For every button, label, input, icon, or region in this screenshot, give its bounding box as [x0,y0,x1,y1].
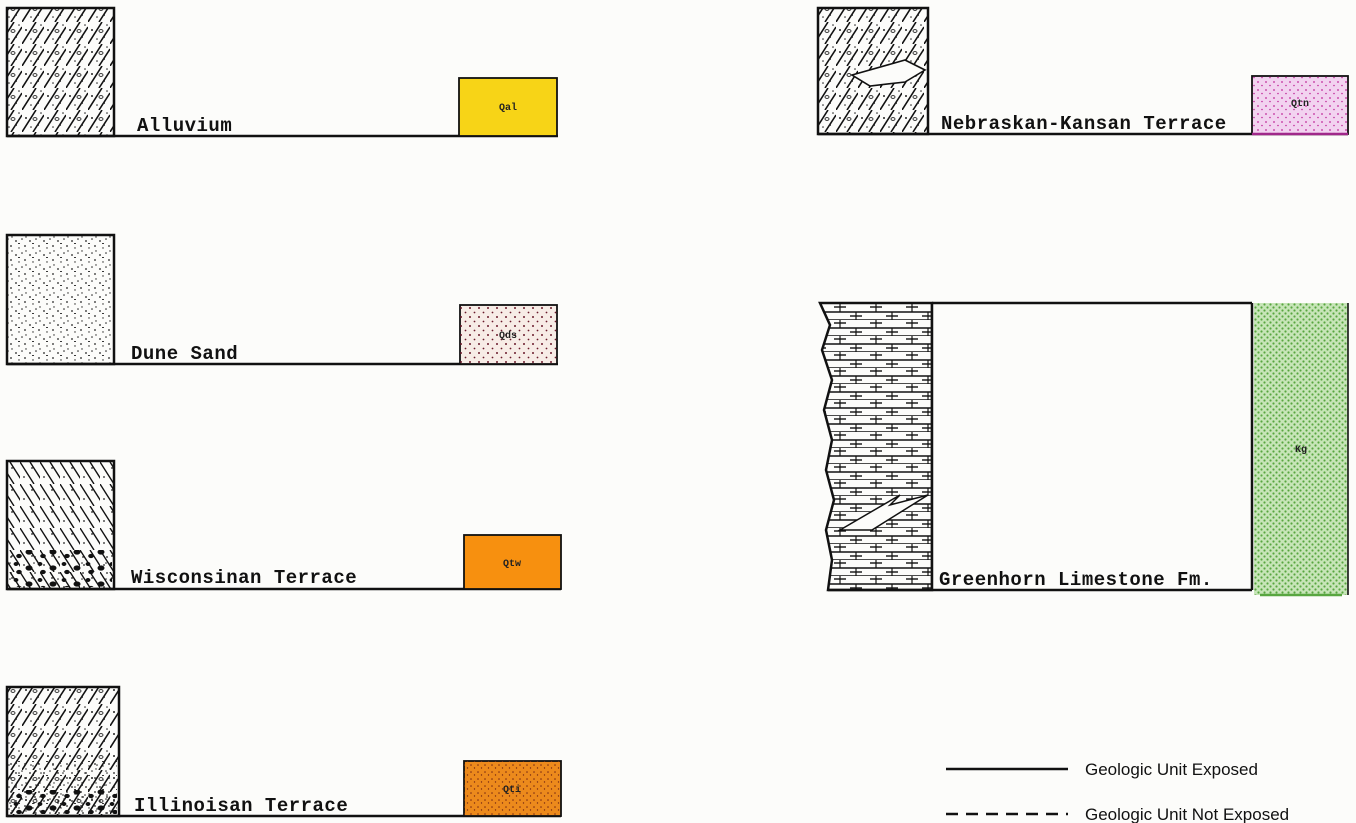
illinoisan-code: Qti [503,784,521,796]
greenhorn-column [820,303,932,590]
nebraskan-code: Qtn [1291,99,1309,110]
dune-sand-column [7,235,114,364]
line-legend: Geologic Unit Exposed Geologic Unit Not … [946,760,1289,823]
unit-greenhorn-limestone: Greenhorn Limestone Fm. Kg [820,303,1348,595]
greenhorn-body [932,303,1252,590]
alluvium-code: Qal [499,102,517,114]
unit-illinoisan-terrace: Illinoisan Terrace Qti [7,687,561,817]
alluvium-column [7,8,114,136]
legend-not-exposed-label: Geologic Unit Not Exposed [1085,805,1289,823]
nebraskan-label: Nebraskan-Kansan Terrace [941,113,1227,135]
illinoisan-label: Illinoisan Terrace [134,795,348,817]
unit-nebraskan-kansan-terrace: Nebraskan-Kansan Terrace Qtn [818,8,1348,135]
unit-wisconsinan-terrace: Wisconsinan Terrace Qtw [7,461,561,589]
wisconsinan-code: Qtw [503,559,521,570]
greenhorn-label: Greenhorn Limestone Fm. [939,569,1213,591]
unit-dune-sand: Dune Sand Qds [7,235,558,365]
dune-sand-label: Dune Sand [131,343,238,365]
greenhorn-code: Kg [1295,445,1307,456]
wisconsinan-label: Wisconsinan Terrace [131,567,357,589]
unit-alluvium: Alluvium Qal [7,8,558,137]
dune-sand-code: Qds [499,330,517,342]
legend-exposed-label: Geologic Unit Exposed [1085,760,1258,779]
alluvium-label: Alluvium [137,115,232,137]
